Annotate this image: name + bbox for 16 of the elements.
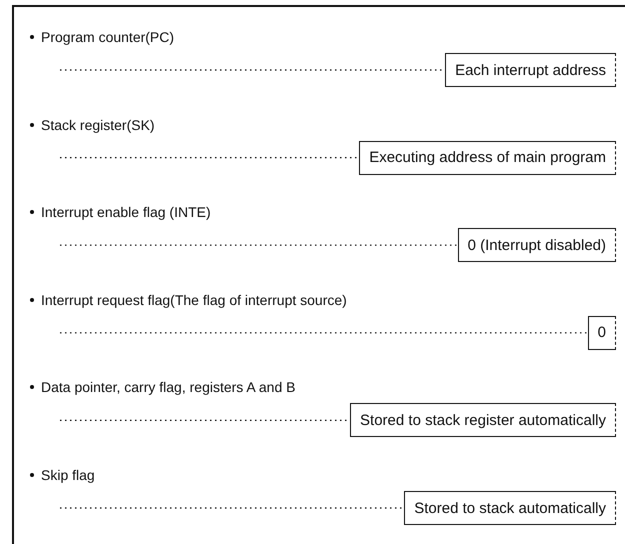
item-label: Interrupt request flag(The flag of interrupt source)	[41, 292, 347, 308]
value-box: Stored to stack register automatically	[350, 403, 616, 438]
leader-line	[60, 244, 458, 246]
leader-line	[60, 332, 588, 334]
item-label: Skip flag	[41, 467, 95, 483]
item-label: Interrupt enable flag (INTE)	[41, 204, 211, 220]
value-box: Stored to stack automatically	[404, 491, 616, 525]
value-box: Each interrupt address	[445, 53, 616, 87]
leader-line	[60, 507, 404, 509]
value-box: Executing address of main program	[359, 140, 616, 175]
leader-line	[60, 157, 360, 158]
item-label: Program counter(PC)	[41, 29, 174, 45]
item-label: Stack register(SK)	[41, 116, 155, 133]
value-box: 0 (Interrupt disabled)	[458, 228, 616, 262]
item-label: Data pointer, carry flag, registers A and B	[41, 379, 296, 396]
value-box: 0	[588, 316, 616, 350]
